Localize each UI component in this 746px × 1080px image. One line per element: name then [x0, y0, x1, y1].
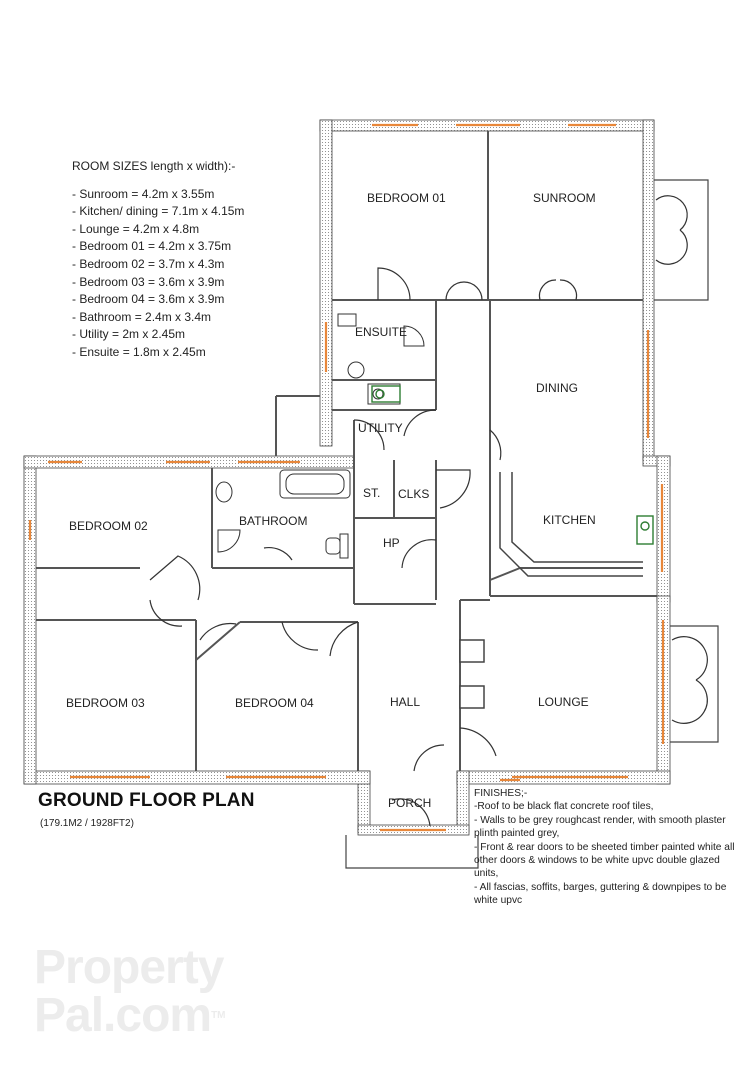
external-walls: [23, 119, 671, 836]
door-swings: [149, 195, 708, 827]
internal-walls: [36, 131, 657, 771]
windows: [28, 123, 665, 832]
room-label-bedroom02: BEDROOM 02: [69, 519, 148, 533]
room-sizes-list: ROOM SIZES length x width):- - Sunroom =…: [72, 158, 244, 362]
finishes-item: - All fascias, soffits, barges, gutterin…: [474, 881, 727, 907]
room-label-utility: UTILITY: [358, 421, 403, 435]
patio-outlines: [345, 179, 719, 869]
room-label-bedroom01: BEDROOM 01: [367, 191, 446, 205]
room-label-sunroom: SUNROOM: [533, 191, 596, 205]
chimney-breast: [459, 639, 485, 709]
room-label-porch: PORCH: [388, 796, 431, 810]
room-label-cloaks: CLKS: [398, 487, 429, 501]
watermark-line1: Property: [34, 941, 224, 994]
finishes-item: - Walls to be grey roughcast render, wit…: [474, 814, 726, 840]
room-size-item: - Lounge = 4.2m x 4.8m: [72, 221, 200, 236]
room-size-item: - Utility = 2m x 2.45m: [72, 327, 186, 342]
kitchen-units: [499, 472, 643, 577]
plan-title: GROUND FLOOR PLAN: [38, 790, 255, 811]
room-size-item: - Kitchen/ dining = 7.1m x 4.15m: [72, 204, 245, 219]
room-label-bedroom03: BEDROOM 03: [66, 696, 145, 710]
room-sizes-heading: ROOM SIZES length x width):-: [72, 159, 236, 173]
propertypal-watermark: Property Pal.comTM: [34, 944, 234, 1040]
room-size-item: - Sunroom = 4.2m x 3.55m: [72, 186, 215, 201]
finishes-item: -Roof to be black flat concrete roof til…: [474, 801, 654, 813]
room-label-dining: DINING: [536, 381, 578, 395]
room-label-kitchen: KITCHEN: [543, 513, 596, 527]
room-label-hall: HALL: [390, 695, 420, 709]
room-label-store: ST.: [363, 486, 380, 500]
room-label-bathroom: BATHROOM: [239, 514, 307, 528]
sink-icons: [371, 385, 654, 545]
room-size-item: - Bedroom 04 = 3.6m x 3.9m: [72, 292, 225, 307]
room-labels: BEDROOM 01 SUNROOM ENSUITE DINING UTILIT…: [66, 191, 596, 810]
room-size-item: - Bedroom 03 = 3.6m x 3.9m: [72, 274, 225, 289]
watermark-line2: Pal.com: [34, 989, 212, 1042]
finishes-item: - Front & rear doors to be sheeted timbe…: [474, 841, 735, 880]
finishes-heading: FINISHES;-: [474, 788, 528, 799]
room-size-item: - Bedroom 02 = 3.7m x 4.3m: [72, 256, 225, 271]
room-size-item: - Bedroom 01 = 4.2m x 3.75m: [72, 239, 232, 254]
room-label-ensuite: ENSUITE: [355, 325, 407, 339]
room-label-bedroom04: BEDROOM 04: [235, 696, 314, 710]
finishes-notes: FINISHES;- -Roof to be black flat concre…: [474, 787, 744, 908]
room-size-item: - Bathroom = 2.4m x 3.4m: [72, 309, 212, 324]
room-label-hotpress: HP: [383, 536, 400, 550]
watermark-tm: TM: [211, 1010, 226, 1021]
plan-subtitle: (179.1M2 / 1928FT2): [40, 818, 134, 829]
room-size-item: - Ensuite = 1.8m x 2.45m: [72, 344, 206, 359]
sanitary-fittings: [215, 313, 425, 559]
room-label-lounge: LOUNGE: [538, 695, 589, 709]
